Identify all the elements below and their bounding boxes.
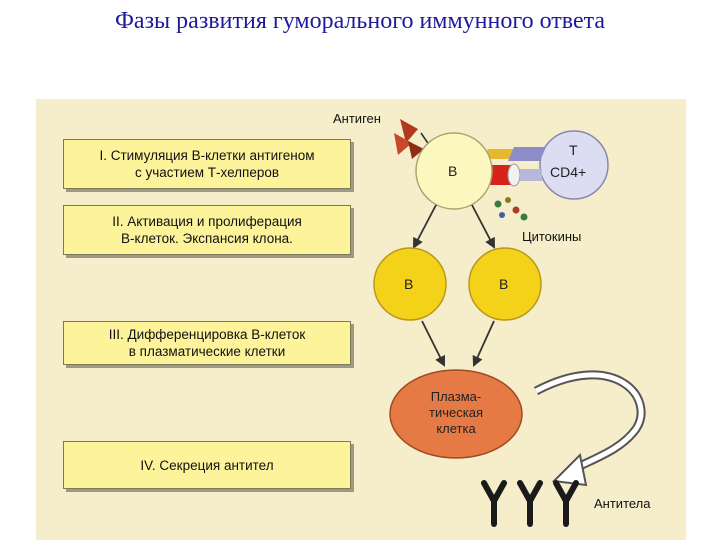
cytokines-label: Цитокины xyxy=(522,229,581,244)
stage-2-line-2: В-клеток. Экспансия клона. xyxy=(121,231,293,246)
antibodies-label: Антитела xyxy=(594,496,651,511)
plasma-cell-line-1: Плазма- xyxy=(431,389,481,404)
antigen-icon xyxy=(394,119,424,159)
antibody-icon-2 xyxy=(517,480,543,527)
proliferation-arrow-left xyxy=(412,204,437,249)
b-cell-resting xyxy=(415,132,493,210)
secretion-arrowhead xyxy=(551,452,588,487)
stage-box-3: III. Дифференцировка В-клеток в плазмати… xyxy=(63,321,351,365)
secretion-arrow xyxy=(533,370,646,475)
stage-4-line-1: IV. Секреция антител xyxy=(140,457,274,473)
stage-box-2: II. Активация и пролиферация В-клеток. Э… xyxy=(63,205,351,255)
immune-response-diagram: Антиген T CD4+ B Ц xyxy=(333,111,651,527)
antibody-icon-1 xyxy=(481,480,507,527)
antibody-icon-3 xyxy=(553,480,579,527)
plasma-cell xyxy=(389,369,523,459)
stage-box-4: IV. Секреция антител xyxy=(63,441,351,489)
stage-2-line-1: II. Активация и пролиферация xyxy=(112,214,302,229)
t-cell xyxy=(539,130,609,200)
tcr-receptor-complex xyxy=(482,147,546,187)
cytokine-icon xyxy=(494,197,528,221)
stage-1-line-2: с участием Т-хелперов xyxy=(134,165,280,180)
b-cell-activated-left xyxy=(373,247,447,321)
cd4-label: CD4+ xyxy=(550,164,586,180)
diagram-panel: I. Стимуляция В-клетки антигеном с участ… xyxy=(36,99,686,540)
slide-title: Фазы развития гуморального иммунного отв… xyxy=(114,8,606,34)
stage-3-line-2: в плазматические клетки xyxy=(128,344,286,359)
b-cell-activated-right xyxy=(468,247,542,321)
antigen-label: Антиген xyxy=(333,111,381,126)
b-cell-right-label: B xyxy=(499,276,508,292)
plasma-cell-line-2: тическая xyxy=(429,405,483,420)
differentiation-arrow-right xyxy=(472,320,495,367)
plasma-cell-line-3: клетка xyxy=(436,421,476,436)
stage-3-line-1: III. Дифференцировка В-клеток xyxy=(108,327,306,342)
t-cell-label: T xyxy=(569,142,578,158)
b-cell-left-label: B xyxy=(404,276,413,292)
differentiation-arrow-left xyxy=(421,320,445,367)
stage-box-1: I. Стимуляция В-клетки антигеном с участ… xyxy=(63,139,351,189)
proliferation-arrow-right xyxy=(471,204,496,249)
stage-1-line-1: I. Стимуляция В-клетки антигеном xyxy=(99,148,315,163)
b-cell-resting-label: B xyxy=(448,163,457,179)
